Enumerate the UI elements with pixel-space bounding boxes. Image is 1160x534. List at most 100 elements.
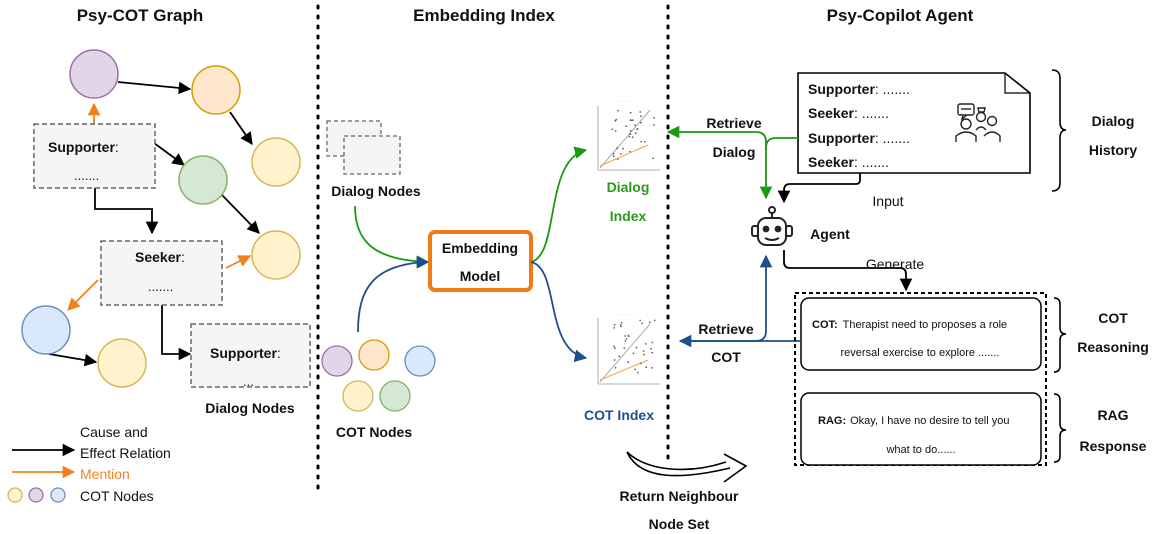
- cot-node-green: [178, 155, 228, 205]
- scatter-point: [619, 324, 622, 326]
- cot-text-1: Therapist need to proposes a role: [843, 319, 1008, 331]
- svg-text:Supporter: .......: Supporter: .......: [808, 81, 910, 97]
- dialog-index-label-2: Index: [610, 208, 647, 224]
- cot-index-label: COT Index: [584, 407, 654, 423]
- history-text: : .......: [854, 154, 889, 170]
- history-brace: [1051, 69, 1067, 192]
- scatter-point: [640, 140, 643, 143]
- rag-response-label-1: RAG: [1097, 407, 1128, 423]
- scatter-plot-icon: · · · · · ·: [592, 98, 662, 173]
- mention-edge: [67, 279, 99, 311]
- scatter-point: [645, 366, 648, 369]
- svg-text:Supporter: .......: Supporter: .......: [808, 130, 910, 146]
- rag-prefix: RAG:: [818, 415, 846, 427]
- scatter-plot-icon: · · · · · ·: [592, 310, 662, 388]
- scatter-point: [629, 150, 632, 153]
- scatter-point: [653, 319, 656, 322]
- section-title-embedding: Embedding Index: [413, 6, 555, 25]
- speaker-colon: :: [277, 345, 281, 361]
- legend-node-blue: [50, 487, 66, 503]
- scatter-point: [614, 347, 616, 350]
- scatter-point: [624, 340, 627, 342]
- model-label-2: Model: [460, 268, 500, 284]
- scatter-point: [629, 129, 632, 132]
- scatter-point: [625, 125, 628, 128]
- scatter-point: [617, 109, 619, 112]
- rag-text-2: what to do......: [885, 444, 955, 456]
- cot-output-card: COT:Therapist need to proposes a role re…: [800, 297, 1042, 371]
- scatter-point: [634, 132, 637, 135]
- scatter-point: [634, 368, 636, 371]
- model-to-cot-index-arrow: [530, 261, 588, 363]
- history-text: : .......: [854, 105, 889, 121]
- svg-text:· · · · · ·: · · · · · ·: [618, 312, 632, 317]
- generate-label: Generate: [866, 256, 925, 272]
- scatter-point: [627, 334, 630, 337]
- rag-response-label-2: Response: [1080, 438, 1147, 454]
- legend-cause-label-1: Cause and: [80, 424, 148, 440]
- scatter-point: [627, 361, 629, 364]
- scatter-point: [625, 337, 628, 340]
- cot-node-yellow: [251, 230, 301, 280]
- cause-edge: [94, 188, 159, 235]
- retrieve-dialog-label-2: Dialog: [713, 144, 756, 160]
- input-arrow: [777, 173, 861, 204]
- scatter-point: [612, 152, 615, 155]
- cause-edge: [221, 194, 260, 234]
- history-speaker: Supporter: [808, 130, 875, 146]
- cause-edge: [161, 305, 192, 361]
- scatter-point: [636, 127, 639, 130]
- legend-cause-label-2: Effect Relation: [80, 445, 171, 461]
- embedding-dialog-nodes-label: Dialog Nodes: [331, 183, 421, 199]
- scatter-point: [618, 355, 621, 358]
- node-placeholder: ...: [243, 374, 254, 389]
- svg-text:Seeker: .......: Seeker: .......: [808, 154, 889, 170]
- svg-text:RAG:Okay, I have no desire to: RAG:Okay, I have no desire to tell you: [818, 415, 1010, 427]
- section-title-agent: Psy-Copilot Agent: [827, 6, 974, 25]
- scatter-point: [629, 111, 632, 114]
- dialog-node-supporter-1: Supporter: .......: [33, 123, 156, 189]
- dialog-index-label-1: Dialog: [607, 179, 650, 195]
- cot-node-purple: [69, 49, 119, 99]
- scatter-point: [623, 347, 626, 349]
- cause-edge: [229, 111, 253, 146]
- history-text: : .......: [875, 130, 910, 146]
- retrieve-cot-to-agent-arrow: [680, 254, 773, 342]
- return-label-2: Node Set: [649, 516, 710, 532]
- retrieve-dialog-return-arrow: [666, 125, 767, 150]
- history-speaker: Seeker: [808, 105, 854, 121]
- history-text: : .......: [875, 81, 910, 97]
- scatter-point: [640, 115, 642, 118]
- scatter-point: [620, 325, 622, 328]
- history-speaker: Seeker: [808, 154, 854, 170]
- svg-text:Seeker:: Seeker:: [135, 249, 185, 265]
- embedding-model-box: Embedding Model: [428, 230, 533, 292]
- scatter-point: [632, 352, 635, 355]
- svg-text:Supporter:: Supporter:: [48, 139, 119, 155]
- graph-dialog-nodes-label: Dialog Nodes: [205, 400, 295, 416]
- cause-edge: [48, 353, 98, 367]
- speaker-label: Seeker: [135, 249, 181, 265]
- scatter-point: [635, 346, 638, 349]
- svg-text:· · · · · ·: · · · · · ·: [618, 99, 632, 104]
- speaker-colon: :: [181, 249, 185, 265]
- legend-node-purple: [28, 487, 44, 503]
- return-label-1: Return Neighbour: [620, 488, 740, 504]
- scatter-point: [644, 343, 647, 345]
- cot-to-model-arrow: [357, 256, 430, 333]
- speaker-colon: :: [115, 139, 119, 155]
- return-arrow: [626, 451, 748, 483]
- generate-arrow: [783, 250, 913, 292]
- svg-text:Supporter:: Supporter:: [210, 345, 281, 361]
- scatter-point: [639, 111, 642, 113]
- dialog-history-label-2: History: [1089, 142, 1137, 158]
- cot-node-green: [379, 380, 411, 412]
- node-placeholder: .......: [148, 279, 173, 294]
- model-label-1: Embedding: [442, 240, 518, 256]
- model-to-dialog-index-arrow: [530, 146, 588, 263]
- node-placeholder: .......: [74, 168, 99, 183]
- scatter-point: [642, 350, 645, 352]
- scatter-point: [651, 341, 654, 344]
- embedding-cot-nodes-label: COT Nodes: [336, 424, 412, 440]
